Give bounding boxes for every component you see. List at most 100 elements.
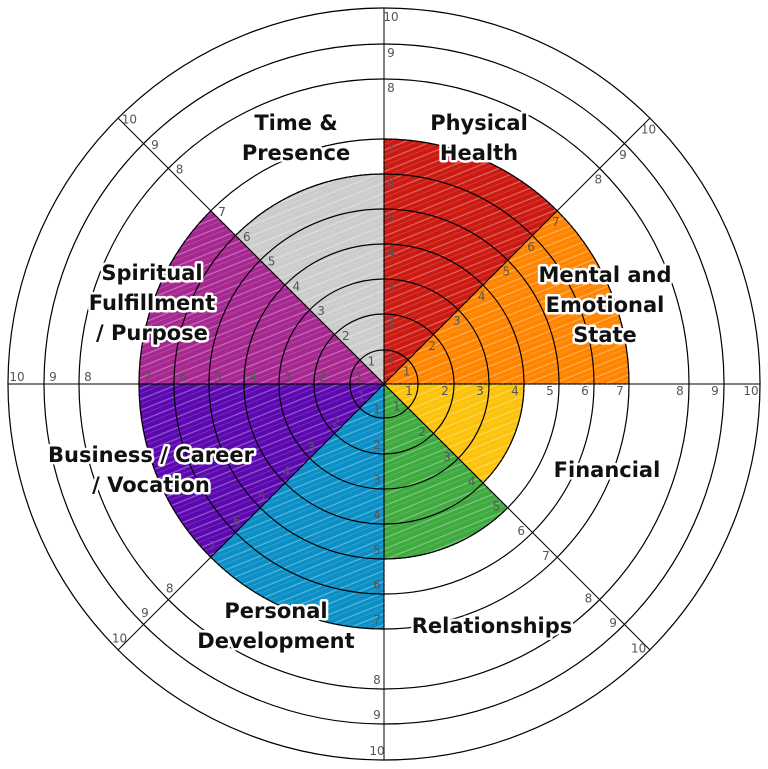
tick-label-270-2: 2 xyxy=(319,370,327,384)
tick-label-135-6: 6 xyxy=(517,524,525,538)
label-line: Fulfillment xyxy=(89,291,216,315)
tick-label-135-10: 10 xyxy=(631,642,646,656)
tick-label-270-6: 6 xyxy=(179,370,187,384)
tick-label-270-4: 4 xyxy=(249,370,257,384)
tick-label-270-10: 10 xyxy=(9,370,24,384)
tick-label-0-9: 9 xyxy=(387,46,395,60)
tick-label-90-6: 6 xyxy=(581,384,589,398)
tick-label-270-3: 3 xyxy=(284,370,292,384)
label-line: Development xyxy=(197,629,354,653)
tick-label-0-3: 3 xyxy=(387,281,395,295)
tick-label-225-3: 3 xyxy=(307,440,315,454)
tick-label-270-8: 8 xyxy=(84,370,92,384)
tick-label-0-2: 2 xyxy=(387,316,395,330)
label-line: Mental and xyxy=(539,263,672,287)
tick-label-315-9: 9 xyxy=(151,138,159,152)
tick-label-0-1: 1 xyxy=(387,352,395,366)
tick-label-0-8: 8 xyxy=(387,81,395,95)
tick-label-45-9: 9 xyxy=(619,148,627,162)
tick-label-45-5: 5 xyxy=(502,265,510,279)
tick-label-180-6: 6 xyxy=(373,578,381,592)
tick-label-0-7: 7 xyxy=(387,141,395,155)
tick-label-225-6: 6 xyxy=(233,514,241,528)
tick-label-45-10: 10 xyxy=(641,122,656,136)
tick-label-180-8: 8 xyxy=(373,673,381,687)
tick-label-0-10: 10 xyxy=(383,10,398,24)
tick-label-90-2: 2 xyxy=(441,384,449,398)
tick-label-225-10: 10 xyxy=(112,632,127,646)
label-line: Time & xyxy=(254,111,337,135)
tick-label-135-2: 2 xyxy=(418,425,426,439)
tick-label-90-1: 1 xyxy=(405,384,413,398)
tick-label-315-7: 7 xyxy=(218,205,226,219)
label-line: Financial xyxy=(554,458,661,482)
tick-label-135-3: 3 xyxy=(443,450,451,464)
tick-label-180-4: 4 xyxy=(373,508,381,522)
tick-label-90-4: 4 xyxy=(511,384,519,398)
tick-label-315-1: 1 xyxy=(367,354,375,368)
tick-label-135-9: 9 xyxy=(609,616,617,630)
tick-label-45-1: 1 xyxy=(403,364,411,378)
tick-label-180-3: 3 xyxy=(373,473,381,487)
tick-label-225-1: 1 xyxy=(358,390,366,404)
label-line: Relationships xyxy=(412,614,573,638)
tick-label-270-7: 7 xyxy=(144,370,152,384)
tick-label-180-10: 10 xyxy=(369,744,384,758)
tick-label-90-10: 10 xyxy=(743,384,758,398)
tick-label-135-7: 7 xyxy=(542,549,550,563)
tick-label-270-1: 1 xyxy=(355,370,363,384)
tick-label-135-8: 8 xyxy=(585,591,593,605)
label-line: Health xyxy=(440,141,518,165)
label-line: State xyxy=(573,323,637,347)
tick-label-0-6: 6 xyxy=(387,176,395,190)
tick-label-45-4: 4 xyxy=(478,289,486,303)
spoke-4 xyxy=(117,117,651,651)
tick-label-315-4: 4 xyxy=(292,279,300,293)
label-line: / Vocation xyxy=(92,473,210,497)
label-business-career-vocation: Business / Career / Vocation xyxy=(48,443,255,497)
tick-label-45-7: 7 xyxy=(552,215,560,229)
tick-label-90-5: 5 xyxy=(546,384,554,398)
tick-label-225-8: 8 xyxy=(166,581,174,595)
tick-label-180-5: 5 xyxy=(373,543,381,557)
tick-label-315-8: 8 xyxy=(176,163,184,177)
tick-label-270-9: 9 xyxy=(49,370,57,384)
tick-label-180-2: 2 xyxy=(373,438,381,452)
tick-label-135-5: 5 xyxy=(493,499,501,513)
tick-labels-layer: 1 2 3 4 5 6 7 8 9 10 1 2 3 4 5 6 7 8 9 10 1 2 3 4 5 6 7 8 9 10 1 2 3 4 5 6 7… xyxy=(9,10,758,758)
tick-label-135-1: 1 xyxy=(393,400,401,414)
tick-label-45-6: 6 xyxy=(527,240,535,254)
tick-label-225-9: 9 xyxy=(141,606,149,620)
tick-label-45-3: 3 xyxy=(453,314,461,328)
label-line: Personal xyxy=(224,599,327,623)
tick-label-0-5: 5 xyxy=(387,211,395,225)
label-line: Business / Career xyxy=(48,443,255,467)
tick-label-45-8: 8 xyxy=(594,173,602,187)
tick-label-315-5: 5 xyxy=(268,255,276,269)
tick-label-90-3: 3 xyxy=(476,384,484,398)
tick-label-315-2: 2 xyxy=(342,329,350,343)
tick-label-225-7: 7 xyxy=(208,539,216,553)
label-line: Presence xyxy=(242,141,350,165)
tick-label-315-6: 6 xyxy=(243,230,251,244)
tick-label-225-4: 4 xyxy=(283,465,291,479)
label-line: Physical xyxy=(430,111,528,135)
tick-label-180-9: 9 xyxy=(373,708,381,722)
label-relationships: Relationships xyxy=(412,614,573,638)
label-financial: Financial xyxy=(554,458,661,482)
tick-label-225-5: 5 xyxy=(258,489,266,503)
spokes-layer xyxy=(8,8,760,760)
tick-label-135-4: 4 xyxy=(468,475,476,489)
label-line: Spiritual xyxy=(101,261,202,285)
tick-label-90-8: 8 xyxy=(676,384,684,398)
tick-label-315-3: 3 xyxy=(317,304,325,318)
tick-label-0-4: 4 xyxy=(387,246,395,260)
label-line: Emotional xyxy=(546,293,665,317)
tick-label-270-5: 5 xyxy=(214,370,222,384)
tick-label-90-7: 7 xyxy=(616,384,624,398)
tick-label-180-7: 7 xyxy=(373,613,381,627)
